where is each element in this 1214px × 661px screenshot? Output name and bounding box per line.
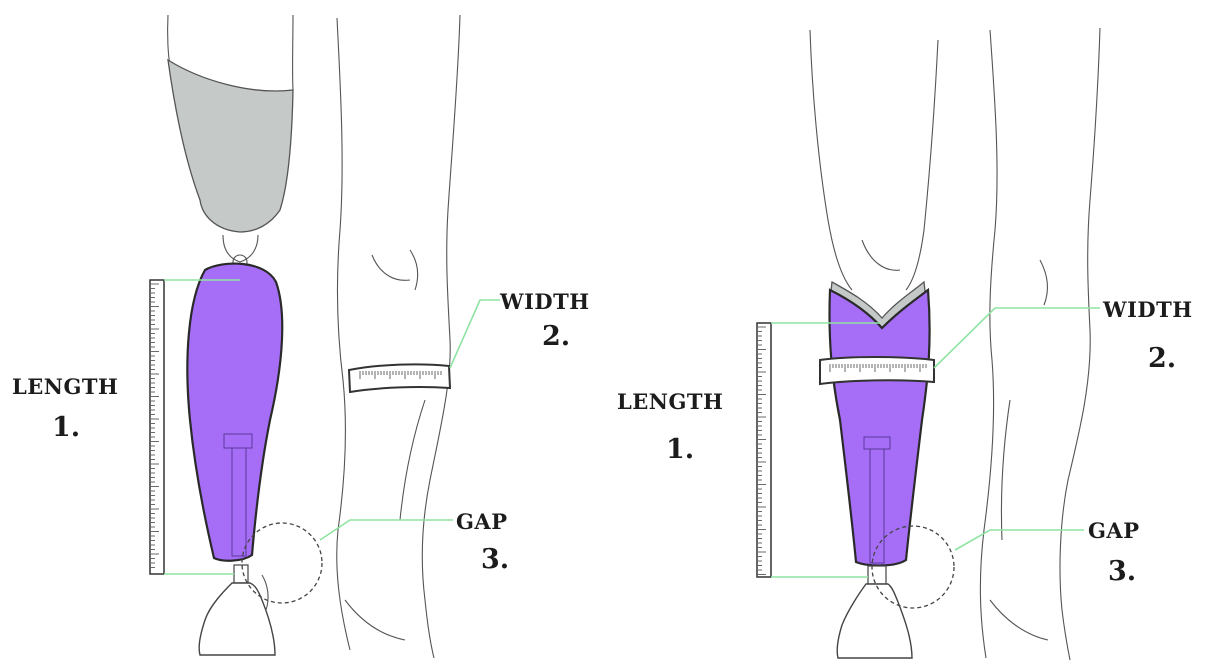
left-figure-gap-label: GAP xyxy=(456,509,508,534)
right-figure-width-label: WIDTH xyxy=(1102,297,1193,322)
right-figure-socket xyxy=(829,290,929,566)
left-figure-gap-circle xyxy=(242,523,322,603)
left-figure-gap-number: 3. xyxy=(481,544,509,575)
figure-left: LENGTH 1. WIDTH 2. GAP 3. xyxy=(12,15,590,658)
right-figure-gap-label: GAP xyxy=(1088,518,1140,543)
right-figure-length-number: 1. xyxy=(666,434,694,465)
left-figure-length-number: 1. xyxy=(52,412,80,443)
left-figure-width-number: 2. xyxy=(542,321,570,352)
right-figure-gap-number: 3. xyxy=(1108,556,1136,587)
left-figure-prosthetic-foot xyxy=(199,583,275,655)
right-figure-width-tape xyxy=(820,357,934,384)
left-figure-liner xyxy=(168,60,293,232)
right-figure-natural-leg xyxy=(980,28,1100,660)
left-figure-width-tape xyxy=(349,364,450,392)
left-figure-length-label: LENGTH xyxy=(12,374,118,399)
right-figure-prosthetic-foot xyxy=(837,584,912,658)
right-figure-ruler xyxy=(757,323,771,577)
left-figure-natural-leg xyxy=(337,15,460,658)
left-figure-socket xyxy=(187,264,282,561)
right-figure-thigh xyxy=(810,30,938,290)
right-figure-guides xyxy=(771,308,1100,577)
left-figure-width-label: WIDTH xyxy=(499,289,590,314)
right-figure-length-label: LENGTH xyxy=(617,389,723,414)
figure-right: LENGTH 1. WIDTH 2. GAP 3. xyxy=(617,28,1193,660)
right-figure-width-number: 2. xyxy=(1148,343,1176,374)
left-figure-ruler xyxy=(150,280,164,574)
